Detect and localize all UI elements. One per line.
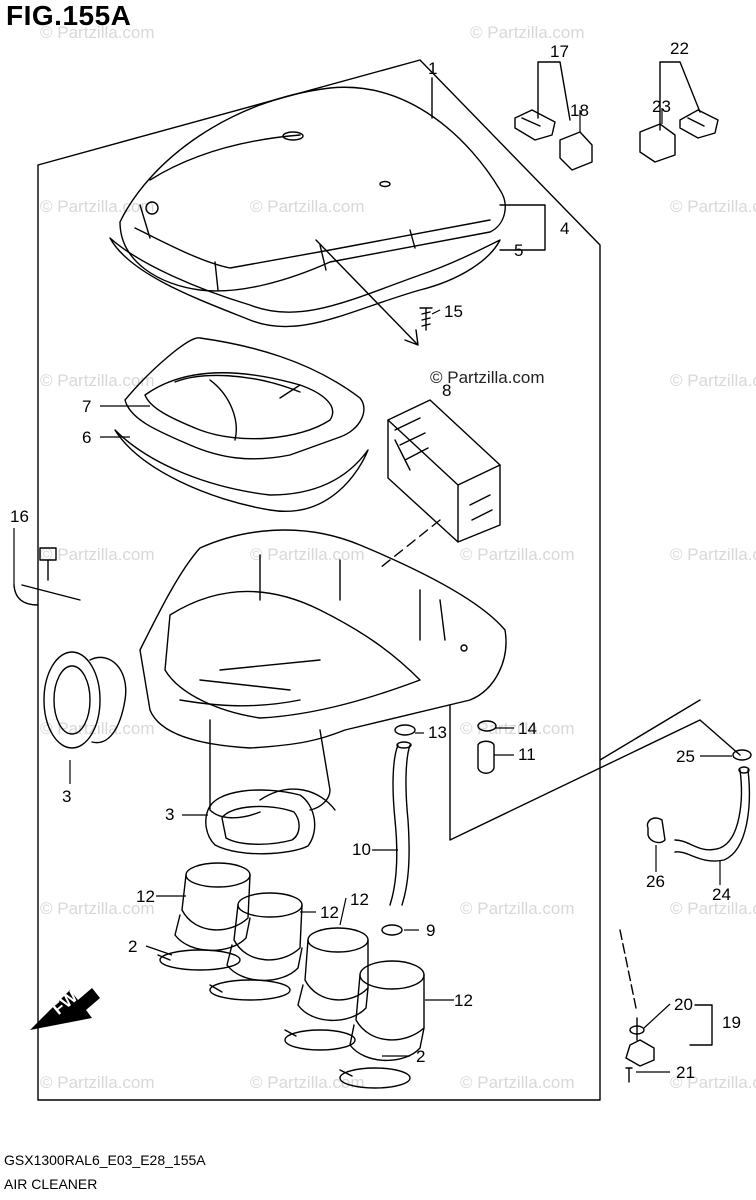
leader-17 [537, 61, 571, 121]
callout-9: 9 [426, 921, 435, 940]
funnel-part-3-left [43, 651, 127, 749]
figure-code: GSX1300RAL6_E03_E28_155A [4, 1152, 206, 1168]
watermark-text: © Partzilla.com [670, 545, 756, 564]
screw-part-21 [625, 1067, 633, 1083]
washer-part-9 [381, 924, 403, 936]
leader-16 [13, 584, 39, 606]
washer-part-14 [477, 720, 497, 732]
filter-element-part-8 [387, 399, 501, 543]
leader-15 [315, 239, 419, 346]
figure-title: FIG.155A [6, 0, 132, 31]
callout-12-d: 12 [454, 991, 473, 1010]
watermark-grid: © Partzilla.com © Partzilla.com © Partzi… [40, 23, 756, 1092]
callout-12-a: 12 [136, 887, 155, 906]
callout-24: 24 [712, 885, 731, 904]
clamp-part-2-lower [284, 1029, 411, 1089]
callout-14: 14 [518, 719, 537, 738]
clip-part-17 [514, 109, 556, 141]
fwd-arrow: FWD [30, 979, 100, 1030]
watermark-text: © Partzilla.com [670, 197, 756, 216]
callout-15: 15 [444, 302, 463, 321]
callout-3-left: 3 [62, 787, 71, 806]
gasket-part-6 [114, 429, 369, 513]
washer-part-25 [732, 749, 752, 761]
watermark-text: © Partzilla.com [670, 1073, 756, 1092]
element-frame-part-7 [124, 337, 365, 460]
watermark-text: © Partzilla.com [460, 899, 575, 918]
callout-17: 17 [550, 42, 569, 61]
watermark-text: © Partzilla.com [670, 899, 756, 918]
watermark-text: © Partzilla.com [250, 197, 365, 216]
watermark-text: © Partzilla.com [460, 1073, 575, 1092]
callout-7: 7 [82, 397, 91, 416]
duct-part-12-c [297, 927, 369, 1022]
leader-dashed-8 [379, 519, 441, 569]
callout-12-c: 12 [350, 890, 369, 909]
callout-20: 20 [674, 995, 693, 1014]
callout-19: 19 [722, 1013, 741, 1032]
cap-part-18 [559, 131, 593, 171]
callout-26: 26 [646, 872, 665, 891]
watermark-text: © Partzilla.com [470, 23, 585, 42]
bolt-part-16 [39, 547, 57, 581]
callout-11: 11 [518, 745, 536, 764]
watermark-text: © Partzilla.com [40, 23, 155, 42]
callout-5: 5 [514, 241, 523, 260]
leader-22 [659, 61, 701, 131]
partzilla-label: © Partzilla.com [430, 368, 545, 387]
leader-4-5 [499, 204, 546, 251]
air-cleaner-case [139, 529, 507, 819]
cap-part-23 [639, 123, 676, 163]
callout-2-lower: 2 [416, 1047, 425, 1066]
upper-cover-part-1 [119, 86, 506, 292]
duct-part-12-b [226, 892, 303, 982]
callout-4: 4 [560, 219, 569, 238]
callout-12-b: 12 [320, 903, 339, 922]
clamp-part-26 [646, 817, 666, 844]
callout-labels: 1 2 2 3 3 4 5 6 7 8 9 10 11 12 12 12 12 … [10, 39, 741, 1082]
watermark-text: © Partzilla.com [40, 545, 155, 564]
watermark-text: © Partzilla.com [250, 1073, 365, 1092]
callout-23: 23 [652, 97, 671, 116]
plug-part-11 [477, 740, 495, 774]
watermark-text: © Partzilla.com [460, 545, 575, 564]
callout-leaders [13, 108, 732, 1073]
screw-part-15 [419, 307, 433, 331]
callout-10: 10 [352, 840, 371, 859]
callout-16: 16 [10, 507, 29, 526]
callout-3-right: 3 [165, 805, 174, 824]
callout-8: 8 [442, 381, 451, 400]
watermark-text: © Partzilla.com [40, 1073, 155, 1092]
funnel-part-3-right [205, 788, 336, 855]
watermark-text: © Partzilla.com [40, 371, 155, 390]
leader-16-bolt [21, 584, 81, 601]
leader-dashed-right [449, 699, 741, 841]
leader-dashed-lower-right [619, 929, 637, 1009]
watermark-text: © Partzilla.com [460, 719, 575, 738]
watermark-text: © Partzilla.com [40, 197, 155, 216]
sensor-part-19 [625, 1017, 655, 1067]
figure-name: AIR CLEANER [4, 1176, 98, 1192]
duct-part-12-d [349, 960, 425, 1062]
hose-part-24 [674, 769, 751, 862]
callout-13: 13 [428, 723, 447, 742]
watermark-text: © Partzilla.com [250, 545, 365, 564]
watermark-text: © Partzilla.com [40, 899, 155, 918]
drain-hose-part-10 [389, 744, 411, 906]
washer-part-13 [394, 724, 416, 736]
assembly-boundary [37, 59, 601, 1101]
clamp-part-2-upper [157, 949, 291, 1001]
clip-part-22 [679, 109, 719, 139]
seal-part-5 [109, 237, 501, 328]
leader-19 [689, 1004, 713, 1046]
callout-6: 6 [82, 428, 91, 447]
callout-2-upper: 2 [128, 937, 137, 956]
callout-22: 22 [670, 39, 689, 58]
callout-1: 1 [428, 59, 437, 78]
watermark-text: © Partzilla.com [670, 371, 756, 390]
callout-25: 25 [676, 747, 695, 766]
callout-21: 21 [676, 1063, 695, 1082]
